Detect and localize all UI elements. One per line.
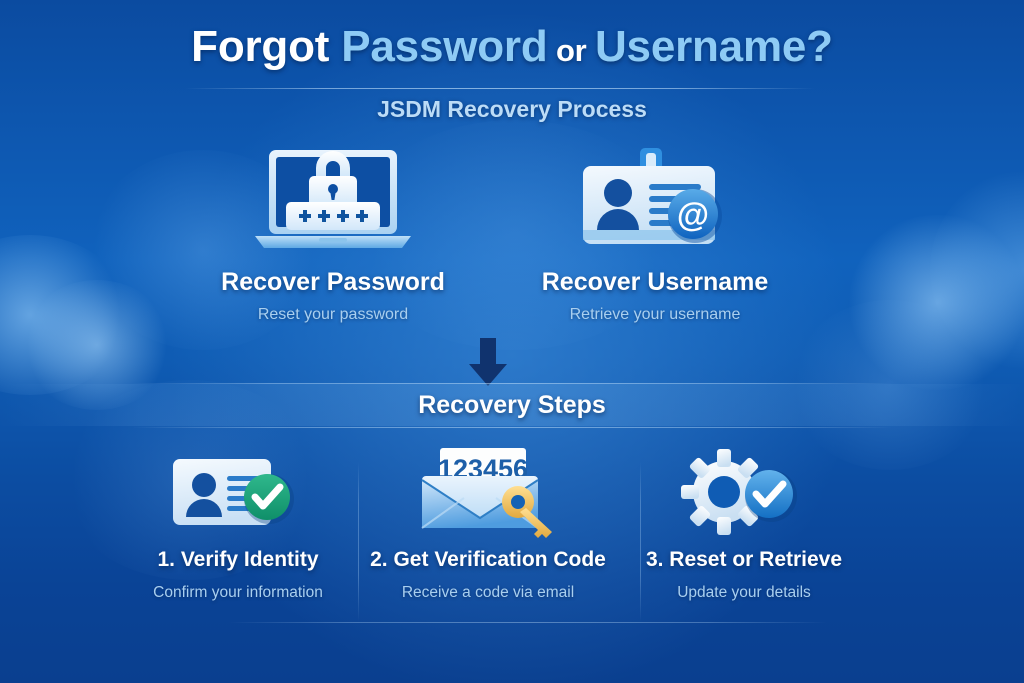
step-title: 1. Verify Identity: [157, 548, 319, 571]
option-card-subtitle: Retrieve your username: [569, 306, 741, 323]
id-badge-at-symbol-icon: @: [490, 140, 820, 260]
recovery-steps-title: Recovery Steps: [418, 391, 606, 419]
step-item-reset-or-retrieve[interactable]: 3. Reset or Retrieve Update your details: [594, 446, 894, 602]
option-card-title: Recover Password: [221, 268, 445, 296]
step-subtitle: Confirm your information: [153, 584, 323, 601]
recovery-options: Recover Password Reset your password: [0, 140, 1024, 335]
option-card-subtitle: Reset your password: [257, 306, 409, 323]
laptop-padlock-password-icon: [168, 140, 498, 260]
step-title: 3. Reset or Retrieve: [645, 548, 843, 571]
recovery-steps-band: [0, 384, 1024, 426]
step-subtitle: Receive a code via email: [401, 584, 575, 601]
page-title-segment-or: or: [547, 33, 595, 68]
recovery-steps-list: 1. Verify Identity Confirm your informat…: [0, 446, 1024, 626]
header-divider: [185, 88, 815, 89]
band-divider-bottom: [132, 427, 892, 428]
footer-divider: [228, 622, 828, 623]
page-title-segment-username: Username: [594, 22, 807, 71]
id-card-green-check-icon: [88, 446, 388, 538]
arrow-down-icon: [462, 338, 514, 388]
option-card-recover-password[interactable]: Recover Password Reset your password: [168, 140, 498, 324]
step-item-verify-identity[interactable]: 1. Verify Identity Confirm your informat…: [88, 446, 388, 602]
step-title: 2. Get Verification Code: [370, 548, 606, 571]
gear-blue-check-icon: [594, 446, 894, 538]
envelope-code-key-icon: 123456: [338, 446, 638, 538]
band-divider-top: [132, 383, 892, 384]
option-card-recover-username[interactable]: @ Recover Username Retrieve your usernam…: [490, 140, 820, 324]
page-title-segment-1: Forgot: [191, 22, 342, 71]
step-column-divider: [358, 462, 359, 622]
page-title-segment-question: ?: [806, 22, 833, 71]
svg-text:@: @: [677, 196, 709, 233]
page-title-segment-password: Password: [341, 22, 548, 71]
option-card-title: Recover Username: [541, 268, 769, 296]
step-item-get-verification-code[interactable]: 123456 2. Get Verification Code Receive …: [338, 446, 638, 602]
page-subtitle: JSDM Recovery Process: [377, 96, 647, 122]
step-subtitle: Update your details: [677, 584, 811, 601]
page-title: Forgot Password or Username?: [0, 22, 1024, 72]
step-column-divider: [640, 462, 641, 622]
